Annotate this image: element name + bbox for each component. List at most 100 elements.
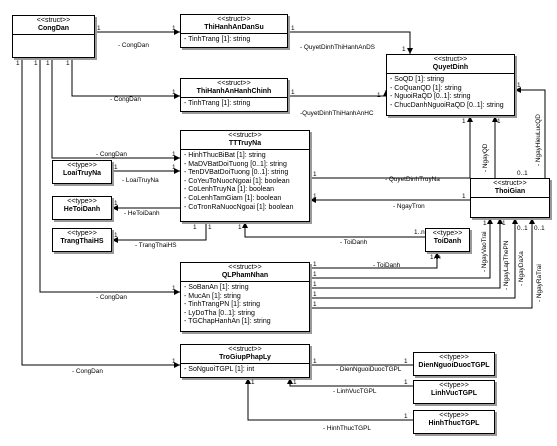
multiplicity: 1 [291,25,295,32]
multiplicity: 1 [114,200,118,207]
stereotype: <<struct>> [217,80,251,87]
stereotype: <<struct>> [493,180,527,187]
type-name: HeToiDanh [63,206,101,213]
multiplicity: 1 [462,193,466,200]
class-name: CongDan [37,25,70,32]
stereotype: <<struct>> [36,17,71,24]
multiplicity: 0..1 [517,225,528,232]
type-hetoidanh[interactable]: <<type>>HeToiDanh [52,196,112,220]
multiplicity: 1 [313,281,317,288]
attribute: - CoYeuToNuocNgoai [1]: boolean [184,177,290,185]
attribute: - TinhTrang [1]: string [184,36,251,43]
attribute: - HinhThucBiBat [1]: string [184,152,266,159]
stereotype: <<type>> [67,198,97,205]
multiplicity: 1 [172,285,176,292]
multiplicity: 1 [313,301,317,308]
class-congdan[interactable]: <<struct>>CongDan [12,15,95,58]
type-loaitruyna[interactable]: <<type>>LoaiTruyNa [52,160,112,184]
multiplicity: 1 [313,291,317,298]
multiplicity: 1 [172,164,176,171]
multiplicity: 1 [97,25,101,32]
class-thoigian[interactable]: <<struct>>ThoiGian [470,178,550,218]
role-label: - CongDan [96,294,127,301]
multiplicity: 1 [16,60,20,67]
multiplicity: 1 [502,220,506,227]
attribute: - MaDVBatDoiTuong [0..1]: string [184,160,287,168]
multiplicity: 1 [208,224,212,231]
stereotype: <<type>> [432,230,463,237]
class-name: TTTruyNa [228,140,262,147]
multiplicity: 1 [172,89,176,96]
type-name: LinhVucTGPL [430,390,478,397]
multiplicity: 1 [172,25,176,32]
type-toidanh[interactable]: <<type>>ToiDanh [425,228,470,252]
multiplicity: 1 [517,82,521,89]
class-name: QuyetDinh [432,64,469,71]
type-linhvuctgpl[interactable]: <<type>>LinhVucTGPL [413,380,495,404]
multiplicity: 1 [251,379,255,386]
class-name: QLPhamNhan [221,272,269,279]
class-qlphamnhan[interactable]: <<struct>>QLPhamNhan - SoBanAn [1]: stri… [180,262,310,332]
multiplicity: 1 [114,232,118,239]
multiplicity: 1 [462,118,466,125]
multiplicity: 1 [293,379,297,386]
role-label: - ToiDanh [340,239,368,246]
class-name: TroGiupPhapLy [219,354,271,361]
type-diennguoiduoctgpl[interactable]: <<type>>DienNguoiDuocTGPL [413,352,495,376]
role-label: - QuyetDinhThiHanhAnDS [300,44,375,51]
multiplicity: 1 [377,92,381,99]
stereotype: <<type>> [439,412,469,419]
type-name: HinhThucTGPL [428,420,480,427]
type-trangthaihs[interactable]: <<type>>TrangThaiHS [52,228,112,252]
multiplicity: 1 [497,118,501,125]
stereotype: <<type>> [67,162,97,169]
role-label-vertical: - NgayRaTrai [536,264,543,302]
stereotype: <<type>> [67,230,97,237]
role-label-vertical: - NgayQD [482,143,489,172]
role-label: - LoaiTruyNa [122,177,159,184]
role-label: - HeToiDanh [124,210,160,217]
multiplicity: 1 [483,220,487,227]
multiplicity: 1 [313,193,317,200]
multiplicity: 1..n [430,254,441,261]
type-name: LoaiTruyNa [62,170,102,177]
multiplicity: 1 [404,379,408,386]
class-quyetdinh[interactable]: <<struct>>QuyetDinh - SoQD [1]: string -… [386,54,515,116]
class-thihanhandansu[interactable]: <<struct>>ThiHanhAnDanSu - TinhTrang [1]… [180,14,288,48]
attribute: - ChucDanhNguoiRaQD [0..1]: string [390,101,504,109]
role-label: - CongDan [72,368,103,375]
role-label: - ToiDanh [373,262,401,269]
class-tttruyna[interactable]: <<struct>>TTTruyNa - HinhThucBiBat [1]: … [180,130,310,222]
role-label: - CongDan [118,42,149,49]
multiplicity: 1 [172,358,176,365]
multiplicity: 1 [313,171,317,178]
class-trogiupphaply[interactable]: <<struct>>TroGiupPhapLy - SoNguoiTGPL [1… [180,344,310,378]
multiplicity: 1 [313,261,317,268]
type-name: TrangThaiHS [60,238,104,245]
attribute: - CoQuanQD [1]: string [390,84,462,92]
multiplicity: 1 [193,224,197,231]
multiplicity: 0..1 [534,225,545,232]
stereotype: <<struct>> [228,264,262,271]
multiplicity: 0..1 [517,170,528,177]
class-thihanhanhanhchinh[interactable]: <<struct>>ThiHanhAnHanhChinh - TinhTrang… [180,78,288,112]
multiplicity: 1 [402,46,406,53]
class-name: ThiHanhAnHanhChinh [196,88,272,95]
attribute: - TGChapHanhAn [1]: string [184,318,271,326]
type-name: ToiDanh [433,238,462,245]
stereotype: <<struct>> [433,56,468,63]
role-label: - TrangThaiHS [135,242,177,249]
multiplicity: 1 [172,151,176,158]
attribute: - SoBanAn [1]: string [184,284,249,291]
multiplicity: 1 [313,358,317,365]
class-name: ThiHanhAnDanSu [204,24,264,31]
attribute: - CoLenhTruyNa [1]: boolean [184,186,275,194]
multiplicity: 1 [404,413,408,420]
class-name: ThoiGian [494,188,526,195]
multiplicity: 1 [46,60,50,67]
multiplicity: 1 [66,60,70,67]
multiplicity: 1 [34,60,38,67]
attribute: - TinhTrang [1]: string [184,100,251,107]
type-hinhthuctgpl[interactable]: <<type>>HinhThucTGPL [413,410,495,434]
